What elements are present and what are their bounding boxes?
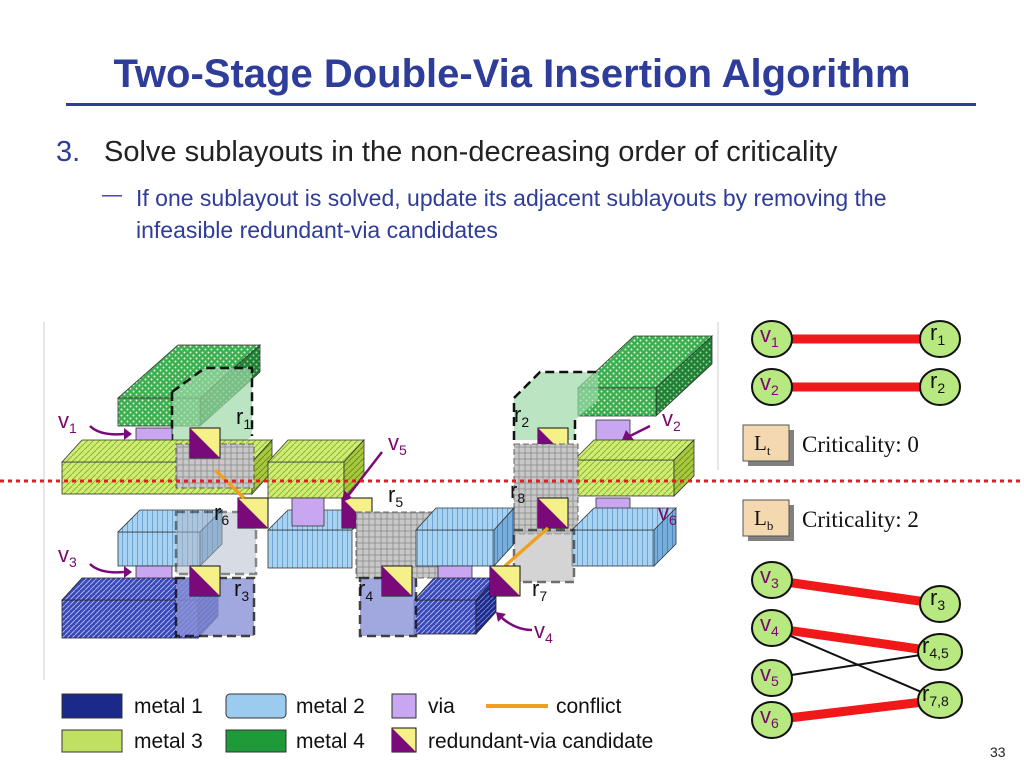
node-v4 bbox=[751, 609, 793, 647]
node-v3 bbox=[751, 561, 793, 599]
label-v4: v4 bbox=[534, 618, 553, 646]
svg-text:v4: v4 bbox=[760, 611, 779, 639]
redundant-via-candidate-r4 bbox=[381, 565, 413, 597]
metal4-bar-right bbox=[576, 335, 714, 417]
svg-text:r2: r2 bbox=[930, 368, 945, 396]
candidate-region-r7 bbox=[512, 528, 576, 584]
edge-v4-r45 bbox=[771, 623, 941, 657]
label-v1: v1 bbox=[58, 408, 77, 436]
via-v5 bbox=[291, 497, 325, 527]
metal2-bar-right bbox=[571, 507, 677, 567]
edge-v6-r78 bbox=[771, 695, 941, 725]
metal1-bar-center bbox=[413, 576, 497, 636]
label-r5: r5 bbox=[388, 482, 403, 510]
legend-label-metal4: metal 4 bbox=[296, 730, 365, 753]
svg-text:r3: r3 bbox=[930, 585, 945, 613]
bullet-number: 3. bbox=[56, 136, 81, 168]
label-v5: v5 bbox=[388, 430, 407, 458]
sublayout-box-bottom: Lb bbox=[742, 499, 794, 541]
layout-labels: v1 v2 v3 v4 v5 v6 r1 r2 r3 r4 r5 r6 r7 r… bbox=[58, 402, 681, 646]
legend-swatch-candidate bbox=[391, 727, 417, 753]
redundant-via-candidate-r7 bbox=[489, 565, 521, 597]
node-v5 bbox=[751, 659, 793, 697]
sub-bullet-dash-icon: — bbox=[102, 184, 122, 206]
pointer-arrows bbox=[89, 424, 651, 632]
edge-v5-r45 bbox=[771, 651, 941, 679]
node-r1 bbox=[919, 320, 961, 358]
legend-label-candidate: redundant-via candidate bbox=[428, 730, 653, 753]
svg-text:v5: v5 bbox=[760, 661, 779, 689]
svg-text:v2: v2 bbox=[760, 370, 779, 398]
metal2-bar-center bbox=[415, 506, 515, 568]
legend: metal 1 metal 2 via conflict metal 3 met… bbox=[61, 693, 653, 753]
candidate-region-r2 bbox=[512, 370, 598, 440]
svg-text:r7,8: r7,8 bbox=[922, 681, 949, 709]
metal3-bar-middle bbox=[267, 438, 365, 500]
label-r2: r2 bbox=[514, 402, 529, 430]
conflict-line-right bbox=[503, 526, 550, 568]
slide-title: Two-Stage Double-Via Insertion Algorithm bbox=[113, 52, 911, 96]
svg-text:r1: r1 bbox=[930, 320, 945, 348]
svg-text:v3: v3 bbox=[760, 563, 779, 591]
page-number: 33 bbox=[990, 744, 1006, 760]
svg-text:r4,5: r4,5 bbox=[922, 633, 949, 661]
title-underline bbox=[66, 103, 976, 106]
redundant-via-candidate-r8 bbox=[537, 497, 569, 529]
edge-v3-r3 bbox=[771, 575, 941, 609]
bullet-text: Solve sublayouts in the non-decreasing o… bbox=[104, 136, 838, 168]
legend-label-conflict: conflict bbox=[556, 695, 622, 718]
legend-label-metal1: metal 1 bbox=[134, 695, 203, 718]
metal3-bar-right bbox=[573, 439, 695, 497]
legend-swatch-metal4 bbox=[225, 729, 287, 753]
label-r4: r4 bbox=[358, 576, 373, 604]
redundant-via-candidate-r3 bbox=[189, 565, 221, 597]
label-r1: r1 bbox=[236, 404, 251, 432]
label-r6: r6 bbox=[214, 500, 229, 528]
node-r45 bbox=[917, 633, 963, 671]
label-v2: v2 bbox=[662, 406, 681, 434]
redundant-via-candidate-r1 bbox=[189, 427, 221, 459]
node-v6 bbox=[751, 701, 793, 739]
node-r3 bbox=[919, 585, 961, 623]
conflict-graph-bottom: v3 v4 v5 v6 r3 r4,5 r7,8 bbox=[751, 561, 963, 739]
node-r2 bbox=[919, 368, 961, 406]
svg-text:v6: v6 bbox=[760, 703, 779, 731]
criticality-top: Criticality: 0 bbox=[802, 432, 919, 457]
legend-label-via: via bbox=[428, 695, 455, 718]
node-r78 bbox=[917, 681, 963, 719]
conflict-line-left bbox=[213, 468, 246, 500]
label-v3: v3 bbox=[58, 542, 77, 570]
legend-swatch-via bbox=[391, 693, 417, 719]
legend-swatch-metal3 bbox=[61, 729, 123, 753]
label-r3: r3 bbox=[234, 576, 249, 604]
svg-text:Lb: Lb bbox=[754, 506, 773, 533]
redundant-via-candidate-r6 bbox=[237, 497, 269, 529]
label-r7: r7 bbox=[532, 576, 547, 604]
sublayout-box-top: Lt bbox=[742, 424, 794, 466]
criticality-bottom: Criticality: 2 bbox=[802, 507, 919, 532]
label-r8: r8 bbox=[510, 478, 525, 506]
node-v1 bbox=[751, 320, 793, 358]
legend-swatch-metal1 bbox=[61, 693, 123, 719]
svg-text:Lt: Lt bbox=[754, 431, 771, 458]
legend-label-metal3: metal 3 bbox=[134, 730, 203, 753]
sub-bullet-text: If one sublayout is solved, update its a… bbox=[136, 185, 887, 243]
conflict-graph-top: v1 v2 r1 r2 bbox=[751, 320, 961, 406]
label-v6: v6 bbox=[658, 500, 677, 528]
node-v2 bbox=[751, 368, 793, 406]
legend-swatch-metal2 bbox=[225, 693, 287, 719]
legend-label-metal2: metal 2 bbox=[296, 695, 365, 718]
svg-text:v1: v1 bbox=[760, 322, 779, 350]
